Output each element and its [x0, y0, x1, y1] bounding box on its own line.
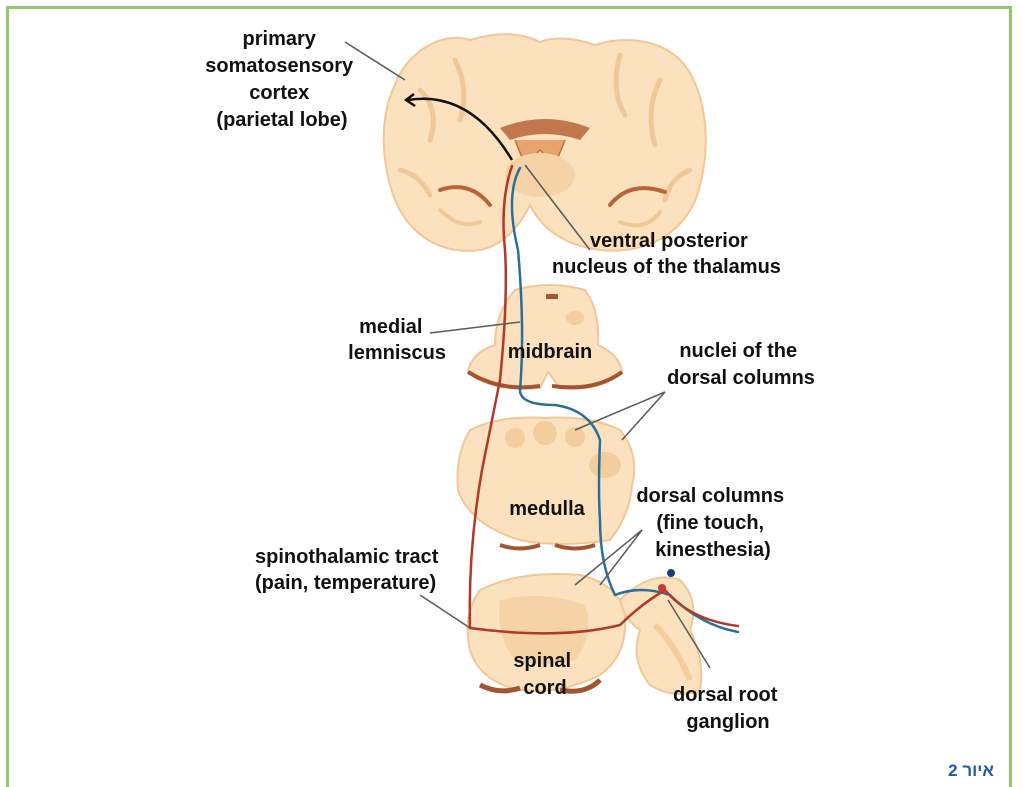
- figure-number: איור 2: [948, 761, 994, 781]
- label-cortex: primary somatosensory cortex (parietal l…: [205, 28, 358, 131]
- label-medulla: medulla: [509, 498, 585, 520]
- brain-coronal-section: [384, 34, 706, 251]
- ganglion-dot-red: [658, 584, 666, 592]
- label-nuclei: nuclei of the dorsal columns: [667, 340, 815, 389]
- ganglion-dot-blue: [667, 569, 675, 577]
- label-dorsal-columns: dorsal columns (fine touch, kinesthesia): [636, 485, 789, 561]
- label-midbrain: midbrain: [508, 341, 592, 363]
- label-medial-lemniscus: medial lemniscus: [348, 316, 446, 364]
- midbrain-section: [468, 285, 622, 389]
- medulla-section: [458, 418, 635, 549]
- label-spinothalamic: spinothalamic tract (pain, temperature): [255, 546, 444, 594]
- label-dorsal-root-ganglion: dorsal root ganglion: [673, 684, 783, 733]
